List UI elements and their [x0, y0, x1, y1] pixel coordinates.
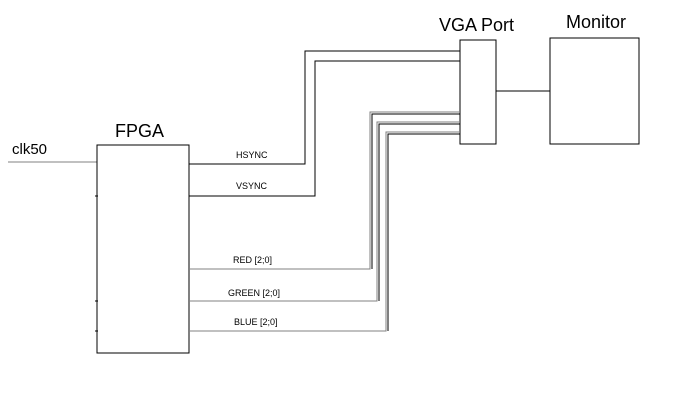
green-wire: [189, 121, 460, 302]
monitor-label: Monitor: [566, 12, 626, 32]
fpga-pin-ticks: [95, 195, 98, 332]
hsync-label: HSYNC: [236, 150, 268, 160]
blue-wire: [189, 131, 460, 332]
vga-port-block: [459, 39, 497, 145]
vsync-label: VSYNC: [236, 181, 268, 191]
red-wire: [189, 111, 460, 270]
fpga-block: [96, 144, 190, 354]
vsync-wire: [189, 60, 460, 197]
hsync-wire: [189, 50, 460, 165]
blue-wire-shadow: [387, 133, 460, 331]
red-label: RED [2;0]: [233, 255, 272, 265]
blue-label: BLUE [2;0]: [234, 317, 278, 327]
vga-port-label: VGA Port: [439, 15, 514, 35]
clk50-label: clk50: [12, 141, 47, 158]
red-wire-shadow: [371, 113, 460, 269]
fpga-label: FPGA: [115, 121, 164, 141]
green-wire-shadow: [378, 123, 460, 301]
green-label: GREEN [2;0]: [228, 288, 280, 298]
monitor-block: [549, 37, 640, 145]
